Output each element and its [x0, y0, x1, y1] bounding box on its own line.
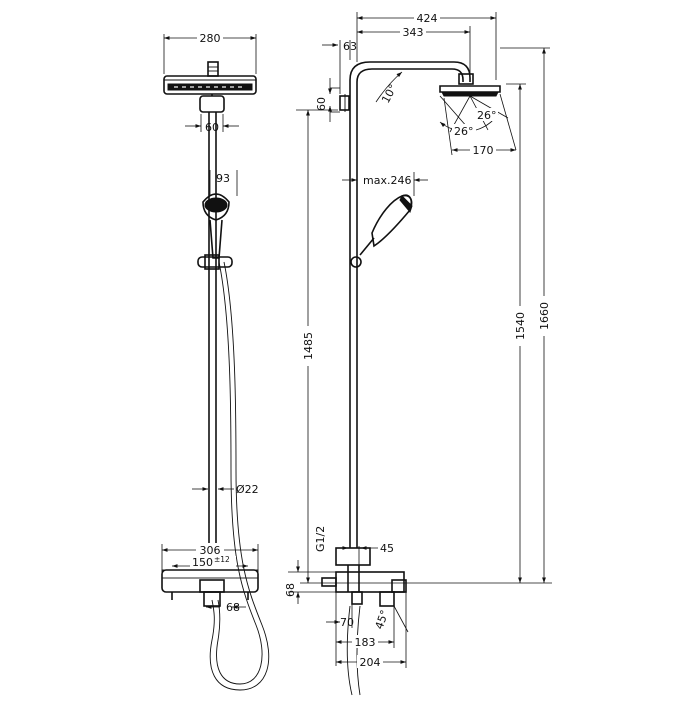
side-dimensions-top: 424 343 63 60 10° [315, 11, 497, 122]
dim-head-width: 280 [200, 32, 221, 45]
overhead-shower-side [439, 73, 501, 97]
dim-thermostat-width: 306 [200, 544, 221, 557]
side-dimensions-head: 26° 26° 170 [439, 93, 517, 157]
side-dimensions-heights: 1485 1540 1660 [296, 47, 552, 584]
riser-pipe-front [208, 112, 217, 545]
front-dimensions: 280 60 93 Ø22 306 150 ±12 68 [161, 31, 259, 614]
dim-head-diameter: 170 [473, 144, 494, 157]
dim-overall-height: 1660 [538, 302, 551, 330]
overhead-shower-front [163, 61, 257, 113]
handshower-side [350, 194, 413, 268]
dim-spout-angle: 45° [373, 608, 392, 631]
dim-hose-diameter: Ø22 [236, 483, 259, 496]
dim-column-height: 1485 [302, 332, 315, 360]
dim-mixer-depth: 204 [360, 656, 381, 669]
hose-front [209, 261, 270, 691]
side-view: 424 343 63 60 10° [284, 11, 552, 696]
dim-spray-angle-left: 26° [454, 125, 474, 138]
dim-total-reach: 424 [417, 12, 438, 25]
thermostat-side [321, 547, 407, 696]
dim-outlet-width: 68 [226, 601, 240, 614]
dim-wall-offset: 45 [380, 542, 394, 555]
dim-spray-angle-right: 26° [477, 109, 497, 122]
dim-thermostat-height: 68 [284, 583, 297, 597]
dim-arm-angle: 10° [379, 82, 400, 105]
dim-arm-width: 60 [205, 121, 219, 134]
handshower-front [197, 193, 233, 270]
dim-thermostat-spacing: 150 [192, 556, 213, 569]
dim-spout-offset: 70 [340, 616, 354, 629]
thermostat-front [161, 569, 259, 607]
dim-arm-height: 60 [315, 97, 328, 111]
dim-handshower-reach: max.246 [363, 174, 411, 187]
dim-connection: G1/2 [314, 526, 327, 552]
dim-arm-offset: 63 [343, 40, 357, 53]
dim-thermostat-tolerance: ±12 [214, 555, 230, 564]
side-dimension-handshower: max.246 [342, 172, 428, 196]
front-view: 280 60 93 Ø22 306 150 ±12 68 [161, 31, 270, 691]
dim-arm-reach: 343 [403, 26, 424, 39]
shower-arm-side [339, 61, 471, 112]
dim-handshower-width: 93 [216, 172, 230, 185]
riser-pipe-side [347, 110, 360, 592]
side-dimensions-bottom: G1/2 45 68 70 45° 183 204 [284, 526, 409, 669]
dim-head-height: 1540 [514, 312, 527, 340]
dim-spout-length: 183 [355, 636, 376, 649]
